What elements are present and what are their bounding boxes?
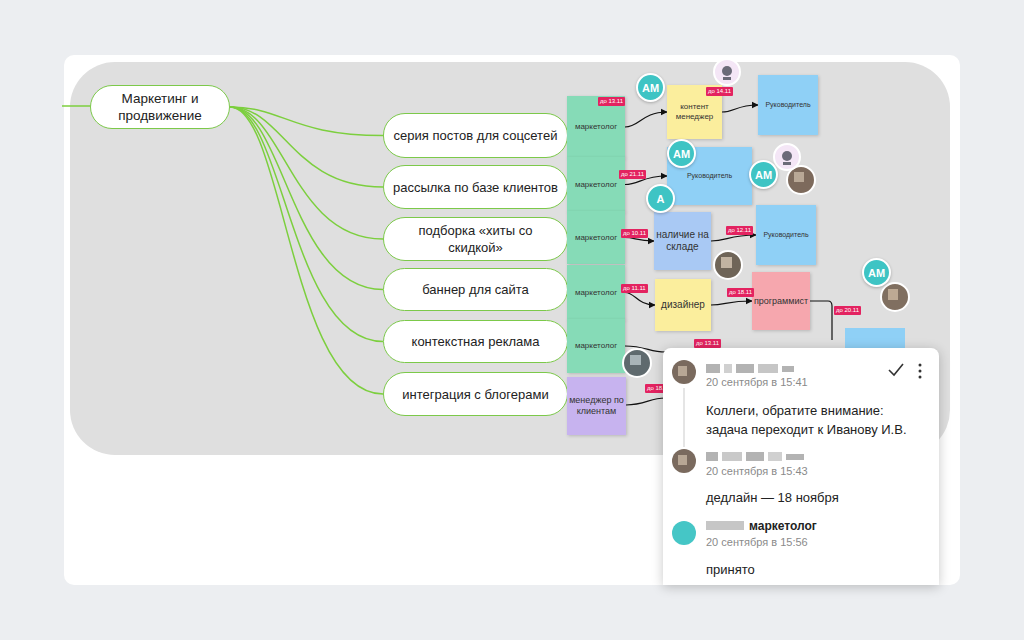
deadline-tag: до 14.11 <box>706 87 733 96</box>
comment-author: маркетолог <box>749 519 817 533</box>
deadline-tag: до 10.11 <box>621 229 648 238</box>
comment-text: дедлайн — 18 ноября <box>706 488 916 507</box>
task-pill: контекстная реклама <box>383 320 568 363</box>
node-text: дизайнер <box>661 299 705 311</box>
sticky-note: маркетолог <box>567 211 625 264</box>
node-text: Руководитель <box>687 171 732 181</box>
sticky-note: маркетолог <box>567 157 625 212</box>
leader-line <box>626 398 665 405</box>
deadline-tag: до 18.11 <box>727 288 754 297</box>
task-pill: интеграция с блогерами <box>383 372 568 416</box>
sticky-note: наличие на складе <box>654 212 711 270</box>
branch-line <box>230 107 383 290</box>
user-avatar: АМ <box>862 258 891 287</box>
flow-arrow <box>625 238 654 242</box>
comment-panel: 20 сентября в 15:41Коллеги, обратите вни… <box>663 348 939 585</box>
node-text: маркетолог <box>575 180 617 190</box>
start-box: Маркетинг и продвижение <box>90 85 230 129</box>
sticky-note: Руководитель <box>758 75 818 135</box>
deadline-tag: до 13.11 <box>694 339 721 348</box>
node-text: Руководитель <box>763 230 808 240</box>
comment-time: 20 сентября в 15:43 <box>706 465 808 477</box>
comment-time: 20 сентября в 15:41 <box>706 376 808 388</box>
comment-text: принято <box>706 560 916 579</box>
node-text: интеграция с блогерами <box>402 386 548 403</box>
branch-line <box>230 107 383 342</box>
sticky-note: маркетолог <box>567 265 625 320</box>
sticky-note: программист <box>752 272 810 330</box>
sticky-note: маркетолог <box>567 319 625 373</box>
sticky-note: Руководитель <box>756 205 816 265</box>
task-pill: серия постов для соцсетей <box>383 113 568 158</box>
task-pill: баннер для сайта <box>383 268 568 311</box>
deadline-tag: до 21.11 <box>619 170 646 179</box>
flow-arrow <box>711 301 752 305</box>
task-pill: подборка «хиты со скидкой» <box>383 217 568 261</box>
node-text: наличие на складе <box>656 229 709 253</box>
leader-line <box>810 301 832 340</box>
photo-avatar <box>623 166 909 377</box>
node-text: баннер для сайта <box>422 281 529 298</box>
node-text: маркетолог <box>575 341 617 351</box>
user-avatar: АМ <box>636 73 665 102</box>
branch-line <box>230 107 383 136</box>
flow-arrow <box>722 105 758 112</box>
sticky-note: менеджер по клиентам <box>567 377 626 435</box>
user-avatar: А <box>646 184 675 213</box>
node-text: маркетолог <box>575 233 617 243</box>
comment-text: Коллеги, обратите внимание: задача перех… <box>706 401 916 439</box>
node-text: контекстная реклама <box>412 333 540 350</box>
leader-line <box>625 346 665 352</box>
user-avatar: АМ <box>667 139 696 168</box>
flow-arrow <box>625 293 655 306</box>
node-text: менеджер по клиентам <box>569 395 624 417</box>
node-text: маркетолог <box>575 288 617 298</box>
task-pill: рассылка по базе клиентов <box>383 165 568 209</box>
node-text: программист <box>754 296 808 307</box>
node-text: рассылка по базе клиентов <box>393 179 558 196</box>
node-text: серия постов для соцсетей <box>394 127 558 144</box>
branch-line <box>230 107 383 187</box>
deadline-tag: до 11.11 <box>621 284 648 293</box>
branch-line <box>230 107 383 394</box>
flow-arrow <box>711 235 756 241</box>
branch-line <box>230 107 383 239</box>
sticky-note: дизайнер <box>655 279 711 331</box>
flow-arrow <box>625 112 667 127</box>
node-text: контент менеджер <box>669 102 720 122</box>
deadline-tag: до 20.11 <box>834 306 861 315</box>
deadline-tag: до 12.11 <box>726 226 753 235</box>
node-text: Руководитель <box>765 100 810 110</box>
comment-time: 20 сентября в 15:56 <box>706 536 808 548</box>
entry-line <box>62 105 92 107</box>
node-text: маркетолог <box>575 122 617 132</box>
node-text: подборка «хиты со скидкой» <box>390 222 561 256</box>
user-avatar: АМ <box>749 160 778 189</box>
card <box>64 55 960 585</box>
deadline-tag: до 13.11 <box>598 97 625 106</box>
node-text: Маркетинг и продвижение <box>97 90 223 124</box>
